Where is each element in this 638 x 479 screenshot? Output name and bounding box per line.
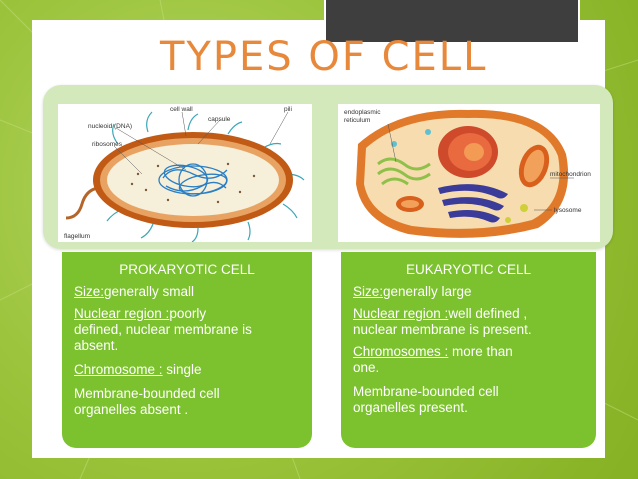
label-pili: pili — [284, 106, 292, 113]
nuclear-label: Nuclear region : — [353, 306, 449, 321]
eukaryotic-heading: EUKARYOTIC CELL — [405, 262, 532, 277]
label-nucleoid: nucleoid (DNA) — [88, 123, 132, 130]
eukaryotic-cell-image: endoplasmic reticulum mitochondrion lyso… — [338, 104, 600, 242]
label-mitochondrion: mitochondrion — [550, 171, 591, 178]
chromosome-label: Chromosome : — [74, 362, 163, 377]
chromosome-label: Chromosomes : — [353, 344, 449, 359]
label-er-line2: reticulum — [344, 117, 370, 124]
nuclear-label: Nuclear region : — [74, 306, 170, 321]
eukaryotic-organelles: Membrane-bounded cell organelles present… — [353, 384, 588, 416]
eukaryotic-size: Size:generally large — [353, 284, 588, 300]
eukaryotic-cell-illustration: endoplasmic reticulum mitochondrion lyso… — [344, 109, 591, 238]
organelle-line-2: organelles absent . — [74, 402, 189, 417]
prokaryotic-info-panel: PROKARYOTIC CELL Size:generally small Nu… — [62, 252, 312, 448]
label-lysosome: lysosome — [554, 207, 582, 214]
prokaryotic-organelles: Membrane-bounded cell organelles absent … — [74, 386, 304, 418]
organelle-line-1: Membrane-bounded cell — [353, 384, 499, 399]
prokaryotic-nuclear-region: Nuclear region :poorly defined, nuclear … — [74, 306, 304, 354]
prokaryotic-size: Size:generally small — [74, 284, 304, 300]
prokaryotic-cell-illustration: cell wall pili capsule nucleoid (DNA) ri… — [64, 106, 305, 243]
nuclear-value-2: defined, nuclear membrane is — [74, 322, 252, 337]
dark-header-tab — [324, 0, 580, 44]
chromosome-value-1: more than — [448, 344, 513, 359]
label-ribosomes: ribosomes — [92, 141, 123, 148]
nuclear-value-1: poorly — [169, 306, 207, 321]
eukaryotic-info-panel: EUKARYOTIC CELL Size:generally large Nuc… — [341, 252, 596, 448]
label-flagellum: flagellum — [64, 233, 90, 240]
chromosome-value: single — [162, 362, 202, 377]
organelle-line-2: organelles present. — [353, 400, 468, 415]
nuclear-value-1: well defined , — [448, 306, 528, 321]
label-cell-wall: cell wall — [170, 106, 193, 113]
prokaryotic-chromosome: Chromosome : single — [74, 362, 304, 378]
size-value: generally large — [383, 284, 472, 299]
eukaryotic-nuclear-region: Nuclear region :well defined , nuclear m… — [353, 306, 588, 338]
eukaryotic-chromosomes: Chromosomes : more than one. — [353, 344, 588, 376]
organelle-line-1: Membrane-bounded cell — [74, 386, 220, 401]
prokaryotic-cell-image: cell wall pili capsule nucleoid (DNA) ri… — [58, 104, 312, 243]
label-er-line1: endoplasmic — [344, 109, 381, 116]
nuclear-value-2: nuclear membrane is present. — [353, 322, 532, 337]
size-value: generally small — [104, 284, 195, 299]
nuclear-value-3: absent. — [74, 338, 119, 353]
chromosome-value-2: one. — [353, 360, 380, 375]
prokaryotic-heading: PROKARYOTIC CELL — [119, 262, 255, 277]
size-label: Size: — [353, 284, 384, 299]
slide-title: TYPES OF CELL — [160, 34, 488, 80]
size-label: Size: — [74, 284, 105, 299]
label-capsule: capsule — [208, 116, 231, 123]
